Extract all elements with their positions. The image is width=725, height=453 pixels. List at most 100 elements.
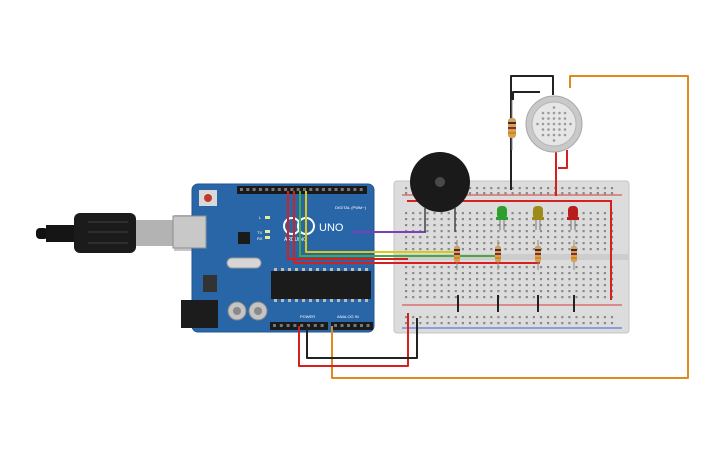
breadboard-hole [582, 322, 585, 325]
breadboard-hole [532, 266, 535, 269]
breadboard-hole [532, 230, 535, 233]
breadboard-hole [461, 316, 464, 319]
breadboard-hole [568, 236, 571, 239]
header-pin [320, 324, 324, 327]
digital-label: DIGITAL (PWM~) [335, 205, 367, 210]
breadboard-hole [483, 278, 486, 281]
breadboard-hole [610, 187, 614, 190]
breadboard-hole [518, 230, 521, 233]
breadboard-hole [596, 272, 599, 275]
breadboard-hole [554, 242, 557, 245]
breadboard-hole [483, 224, 486, 227]
breadboard-hole [539, 316, 543, 319]
breadboard-hole [454, 272, 457, 275]
breadboard-hole [547, 212, 550, 215]
breadboard-hole [596, 224, 599, 227]
breadboard-hole [433, 278, 436, 281]
breadboard-hole [483, 284, 486, 287]
breadboard-hole [476, 278, 479, 281]
breadboard-hole [539, 290, 543, 293]
breadboard-hole [603, 187, 606, 190]
breadboard-hole [554, 218, 557, 221]
breadboard-hole [589, 236, 592, 239]
breadboard-hole [419, 296, 422, 299]
breadboard-hole [412, 322, 415, 325]
breadboard-hole [433, 290, 436, 293]
mesh-hole [547, 122, 550, 126]
breadboard-hole [426, 248, 429, 251]
header-pin [273, 324, 276, 327]
led-green [497, 206, 507, 219]
breadboard-hole [582, 272, 585, 275]
rx-label: RX [257, 236, 263, 241]
breadboard-hole [575, 236, 578, 239]
breadboard-hole [603, 266, 606, 269]
breadboard-hole [426, 272, 429, 275]
breadboard-hole [447, 290, 450, 293]
breadboard-hole [504, 248, 507, 251]
breadboard-hole [419, 266, 422, 269]
breadboard-hole [518, 242, 521, 245]
breadboard-hole [440, 248, 443, 251]
breadboard-hole [476, 266, 479, 269]
mesh-hole [547, 117, 550, 120]
breadboard-hole [603, 218, 606, 221]
breadboard-hole [511, 278, 514, 281]
breadboard-hole [405, 316, 408, 319]
breadboard-hole [603, 284, 606, 287]
breadboard-hole [440, 266, 443, 269]
ic-pin [330, 299, 333, 302]
breadboard-hole [476, 284, 479, 287]
wire-orange [331, 75, 689, 379]
breadboard-hole [547, 224, 550, 227]
header-pin [284, 188, 288, 191]
breadboard-hole [483, 290, 486, 293]
analog-header [331, 322, 373, 330]
breadboard-hole [596, 296, 599, 299]
breadboard-hole [412, 212, 415, 215]
breadboard-hole [412, 316, 415, 319]
breadboard-hole [554, 230, 557, 233]
breadboard-hole [490, 248, 493, 251]
breadboard-hole [461, 248, 464, 251]
header-pin [307, 324, 310, 327]
ic-pin [302, 299, 305, 302]
breadboard-hole [554, 248, 557, 251]
breadboard-hole [440, 290, 443, 293]
breadboard-hole [468, 272, 472, 275]
breadboard-hole [603, 322, 606, 325]
mesh-hole [558, 117, 561, 120]
breadboard-hole [561, 230, 564, 233]
breadboard-hole [497, 224, 500, 227]
breadboard-hole [589, 316, 592, 319]
breadboard-hole [426, 296, 429, 299]
analog-label: ANALOG IN [337, 314, 359, 319]
breadboard-hole [476, 296, 479, 299]
breadboard-hole [447, 248, 450, 251]
breadboard-hole [440, 316, 443, 319]
breadboard-hole [440, 272, 443, 275]
header-pin [309, 188, 313, 191]
header-pin [321, 188, 325, 191]
breadboard-hole [405, 290, 408, 293]
ic-pin [274, 299, 277, 302]
breadboard-hole [405, 218, 408, 221]
breadboard-hole [554, 316, 557, 319]
breadboard-hole [575, 322, 578, 325]
breadboard-hole [497, 290, 500, 293]
breadboard-hole [539, 272, 543, 275]
breadboard-hole [575, 230, 578, 233]
breadboard-hole [589, 278, 592, 281]
ic-pin [309, 268, 312, 271]
breadboard-hole [547, 296, 550, 299]
breadboard-hole [454, 218, 457, 221]
breadboard-hole [426, 218, 429, 221]
breadboard-hole [575, 290, 578, 293]
breadboard-hole [433, 242, 436, 245]
breadboard-hole [596, 290, 599, 293]
breadboard-hole [405, 242, 408, 245]
breadboard-hole [405, 248, 408, 251]
breadboard-hole [426, 290, 429, 293]
breadboard-hole [468, 218, 472, 221]
breadboard-hole [561, 278, 564, 281]
